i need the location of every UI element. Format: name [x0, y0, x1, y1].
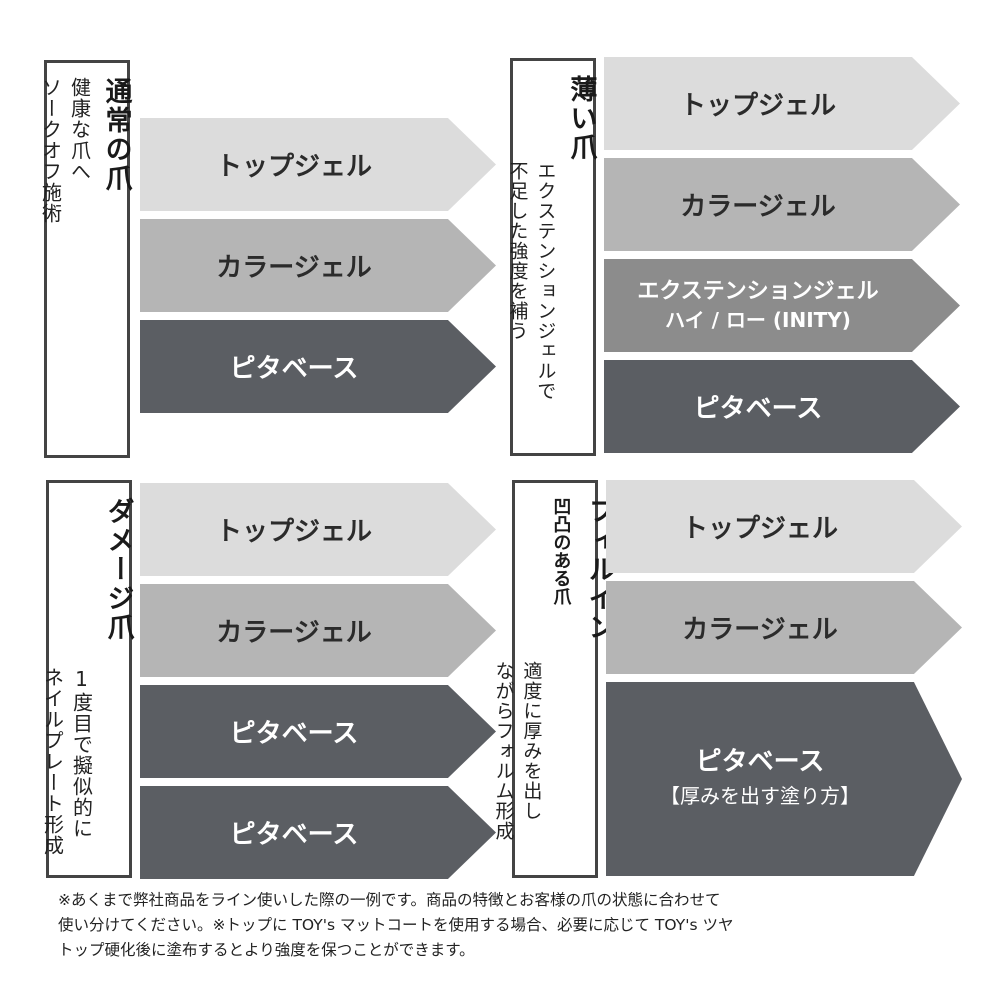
normal-nail-title: 通常の爪 [100, 77, 132, 193]
damaged-top-gel-label: トップジェル [215, 517, 372, 547]
damaged-pita-base-arrow-2: ピタベース [140, 786, 496, 879]
normal-nail-label-box: 通常の爪 健康な爪へ ソークオフ施術 [39, 60, 132, 458]
footnote-line-3: トップ硬化後に塗布するとより強度を保つことができます。 [58, 941, 475, 959]
thin-nail-desc-2: 不足した強度を補う [506, 161, 529, 341]
damaged-nail-label-box: ダメージ爪 1度目で擬似的に ネイルプレート形成 [41, 480, 134, 878]
thin-nail-title: 薄い爪 [565, 75, 597, 162]
normal-nail-desc-1: 健康な爪へ [67, 77, 92, 182]
damaged-pita-base-label-1: ピタベース [229, 719, 359, 749]
fillin-top-gel-arrow: トップジェル [606, 480, 962, 573]
damaged-pita-base-arrow-1: ピタベース [140, 685, 496, 778]
damaged-nail-title: ダメージ爪 [102, 497, 134, 642]
normal-top-gel-label: トップジェル [215, 152, 372, 182]
normal-top-gel-arrow: トップジェル [140, 118, 496, 211]
normal-pita-base-arrow: ピタベース [140, 320, 496, 413]
fillin-color-gel-label: カラージェル [682, 615, 838, 645]
normal-pita-base-label: ピタベース [229, 354, 359, 384]
thin-color-gel-arrow: カラージェル [604, 158, 960, 251]
normal-nail-desc-2: ソークオフ施術 [38, 77, 63, 224]
footnote-line-1: ※あくまで弊社商品をライン使いした際の一例です。商品の特徴とお客様の爪の状態に合… [58, 891, 721, 909]
thin-pita-base-arrow: ピタベース [604, 360, 960, 453]
damaged-pita-base-label-2: ピタベース [229, 820, 359, 850]
damaged-top-gel-arrow: トップジェル [140, 483, 496, 576]
fillin-color-gel-arrow: カラージェル [606, 581, 962, 674]
damaged-color-gel-label: カラージェル [216, 618, 372, 648]
normal-color-gel-arrow: カラージェル [140, 219, 496, 312]
damaged-nail-desc-1: 1度目で擬似的に [69, 667, 94, 839]
fillin-desc-2: ながらフォルム形成 [492, 661, 515, 841]
fillin-desc-1: 適度に厚みを出し [520, 661, 543, 821]
thin-nail-label-box: 薄い爪 エクステンションジェルで 不足した強度を補う [507, 58, 596, 456]
fillin-top-gel-label: トップジェル [681, 514, 838, 544]
thin-color-gel-label: カラージェル [680, 192, 836, 222]
fillin-subtitle: 凹凸のある爪 [550, 497, 572, 605]
fillin-pita-base-label: ピタベース [695, 747, 825, 777]
fillin-label-box: フィルイン 凹凸のある爪 適度に厚みを出し ながらフォルム形成 [493, 480, 614, 878]
damaged-color-gel-arrow: カラージェル [140, 584, 496, 677]
footnote: ※あくまで弊社商品をライン使いした際の一例です。商品の特徴とお客様の爪の状態に合… [58, 888, 958, 963]
damaged-nail-desc-2: ネイルプレート形成 [40, 667, 65, 856]
thin-extension-gel-arrow: エクステンションジェル ハイ / ロー (INITY) [604, 259, 960, 352]
fillin-thick-coat-note: 【厚みを出す塗り方】 [660, 784, 860, 808]
thin-top-gel-arrow: トップジェル [604, 57, 960, 150]
normal-color-gel-label: カラージェル [216, 253, 372, 283]
thin-extension-gel-sublabel: ハイ / ロー (INITY) [665, 307, 851, 332]
footnote-line-2: 使い分けてください。※トップに TOY's マットコートを使用する場合、必要に応… [58, 916, 734, 934]
thin-nail-desc-1: エクステンションジェルで [534, 161, 557, 401]
fillin-pita-base-arrow: ピタベース 【厚みを出す塗り方】 [606, 682, 962, 876]
thin-extension-gel-label: エクステンションジェル [637, 278, 879, 304]
thin-pita-base-label: ピタベース [693, 394, 823, 424]
thin-top-gel-label: トップジェル [679, 91, 836, 121]
